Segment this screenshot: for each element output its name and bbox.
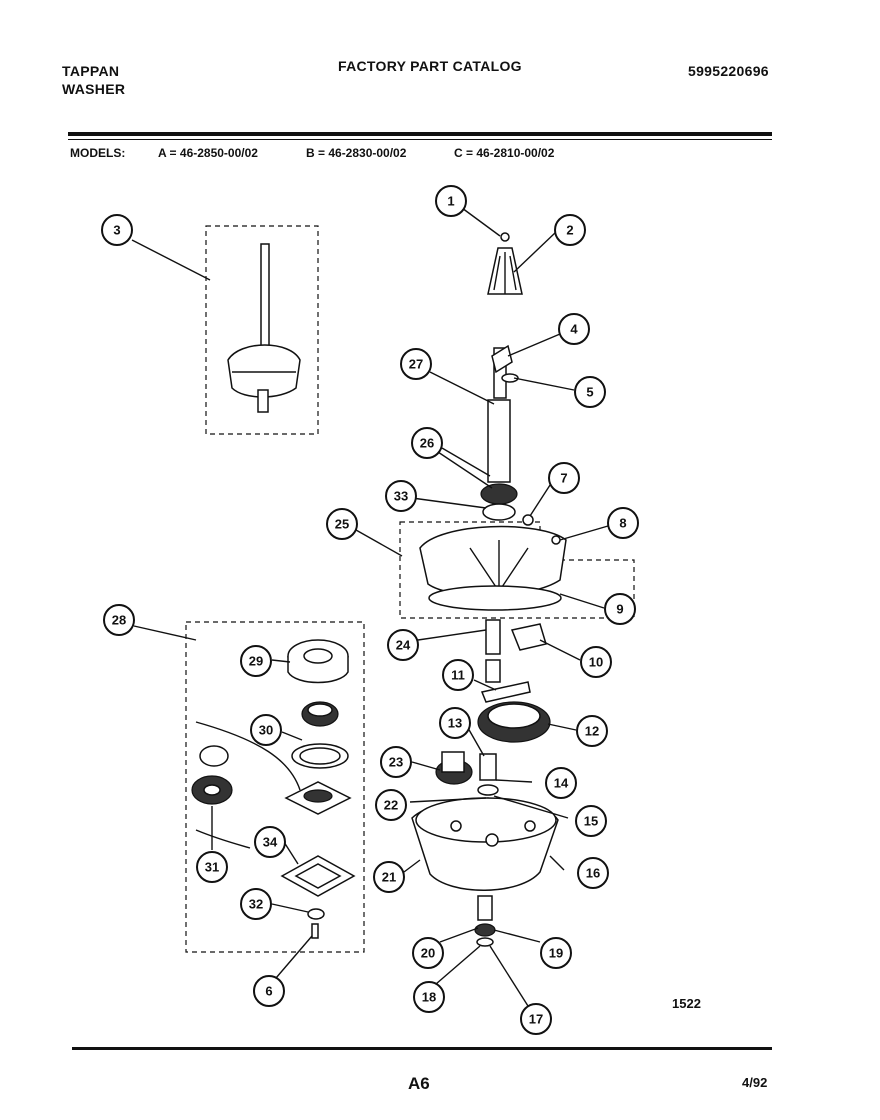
svg-text:13: 13 — [448, 716, 462, 731]
svg-text:16: 16 — [586, 866, 600, 881]
svg-text:3: 3 — [113, 223, 120, 238]
svg-text:2: 2 — [566, 223, 573, 238]
callout-4: 4 — [558, 313, 590, 345]
callout-23: 23 — [380, 746, 412, 778]
svg-text:23: 23 — [389, 755, 403, 770]
callout-24: 24 — [387, 629, 419, 661]
callout-7: 7 — [548, 462, 580, 494]
callout-14: 14 — [545, 767, 577, 799]
svg-text:1: 1 — [447, 194, 454, 209]
svg-text:10: 10 — [589, 655, 603, 670]
svg-text:32: 32 — [249, 897, 263, 912]
svg-text:25: 25 — [335, 517, 349, 532]
svg-text:15: 15 — [584, 814, 598, 829]
assembly-box-28 — [185, 621, 365, 953]
assembly-box-3 — [205, 225, 319, 435]
figure-code: 1522 — [672, 996, 701, 1011]
svg-text:11: 11 — [451, 668, 465, 683]
callout-25: 25 — [326, 508, 358, 540]
svg-text:30: 30 — [259, 723, 273, 738]
callout-2: 2 — [554, 214, 586, 246]
callout-28: 28 — [103, 604, 135, 636]
callout-16: 16 — [577, 857, 609, 889]
brand-name: TAPPAN — [62, 63, 120, 79]
svg-text:29: 29 — [249, 654, 263, 669]
svg-text:27: 27 — [409, 357, 423, 372]
assembly-box-25 — [399, 521, 635, 619]
callout-12: 12 — [576, 715, 608, 747]
svg-text:20: 20 — [421, 946, 435, 961]
svg-text:14: 14 — [554, 776, 569, 791]
svg-text:26: 26 — [420, 436, 434, 451]
svg-text:21: 21 — [382, 870, 396, 885]
callout-30: 30 — [250, 714, 282, 746]
callout-22: 22 — [375, 789, 407, 821]
callout-13: 13 — [439, 707, 471, 739]
page-number: A6 — [408, 1074, 430, 1093]
callout-33: 33 — [385, 480, 417, 512]
model-a: A = 46-2850-00/02 — [158, 146, 258, 160]
page-title: FACTORY PART CATALOG — [338, 58, 522, 74]
svg-text:7: 7 — [560, 471, 567, 486]
svg-text:4: 4 — [570, 322, 578, 337]
svg-text:5: 5 — [586, 385, 593, 400]
svg-text:22: 22 — [384, 798, 398, 813]
callout-31: 31 — [196, 851, 228, 883]
transmission-subassembly-drawing — [227, 243, 301, 413]
svg-text:17: 17 — [529, 1012, 543, 1027]
callout-20: 20 — [412, 937, 444, 969]
svg-text:18: 18 — [422, 990, 436, 1005]
model-c: C = 46-2810-00/02 — [454, 146, 555, 160]
svg-text:33: 33 — [394, 489, 408, 504]
callout-17: 17 — [520, 1003, 552, 1035]
footer-rule — [72, 1047, 772, 1050]
svg-text:9: 9 — [616, 602, 623, 617]
revision-date: 4/92 — [742, 1075, 768, 1090]
svg-text:19: 19 — [549, 946, 563, 961]
callout-27: 27 — [400, 348, 432, 380]
svg-text:8: 8 — [619, 516, 626, 531]
seal-kit-drawing — [191, 639, 356, 939]
callout-11: 11 — [442, 659, 474, 691]
svg-text:31: 31 — [205, 860, 219, 875]
callout-9: 9 — [604, 593, 636, 625]
callout-34: 34 — [254, 826, 286, 858]
drive-shaft-bottom-drawing — [474, 895, 496, 947]
callout-3: 3 — [101, 214, 133, 246]
callout-6: 6 — [253, 975, 285, 1007]
callout-10: 10 — [580, 646, 612, 678]
callout-21: 21 — [373, 861, 405, 893]
models-label: MODELS: — [70, 146, 126, 160]
header-rule — [68, 132, 772, 136]
callout-8: 8 — [607, 507, 639, 539]
header-rule-thin — [68, 139, 772, 140]
product-name: WASHER — [62, 81, 126, 97]
agitator-shaft-drawing — [480, 344, 519, 521]
callout-18: 18 — [413, 981, 445, 1013]
gear-case-drawing — [411, 797, 559, 891]
callout-15: 15 — [575, 805, 607, 837]
svg-text:28: 28 — [112, 613, 126, 628]
svg-text:34: 34 — [263, 835, 278, 850]
gear-housing-cover-drawing — [419, 514, 567, 611]
svg-text:6: 6 — [265, 984, 272, 999]
callout-32: 32 — [240, 888, 272, 920]
catalog-number: 5995220696 — [688, 63, 769, 79]
svg-text:12: 12 — [585, 724, 599, 739]
agitator-cap-drawing — [487, 232, 523, 295]
gear-train-drawing — [477, 619, 551, 743]
callout-1: 1 — [435, 185, 467, 217]
callout-5: 5 — [574, 376, 606, 408]
callout-26: 26 — [411, 427, 443, 459]
callout-19: 19 — [540, 937, 572, 969]
callout-29: 29 — [240, 645, 272, 677]
model-b: B = 46-2830-00/02 — [306, 146, 407, 160]
leader-lines — [131, 207, 609, 1007]
svg-text:24: 24 — [396, 638, 411, 653]
